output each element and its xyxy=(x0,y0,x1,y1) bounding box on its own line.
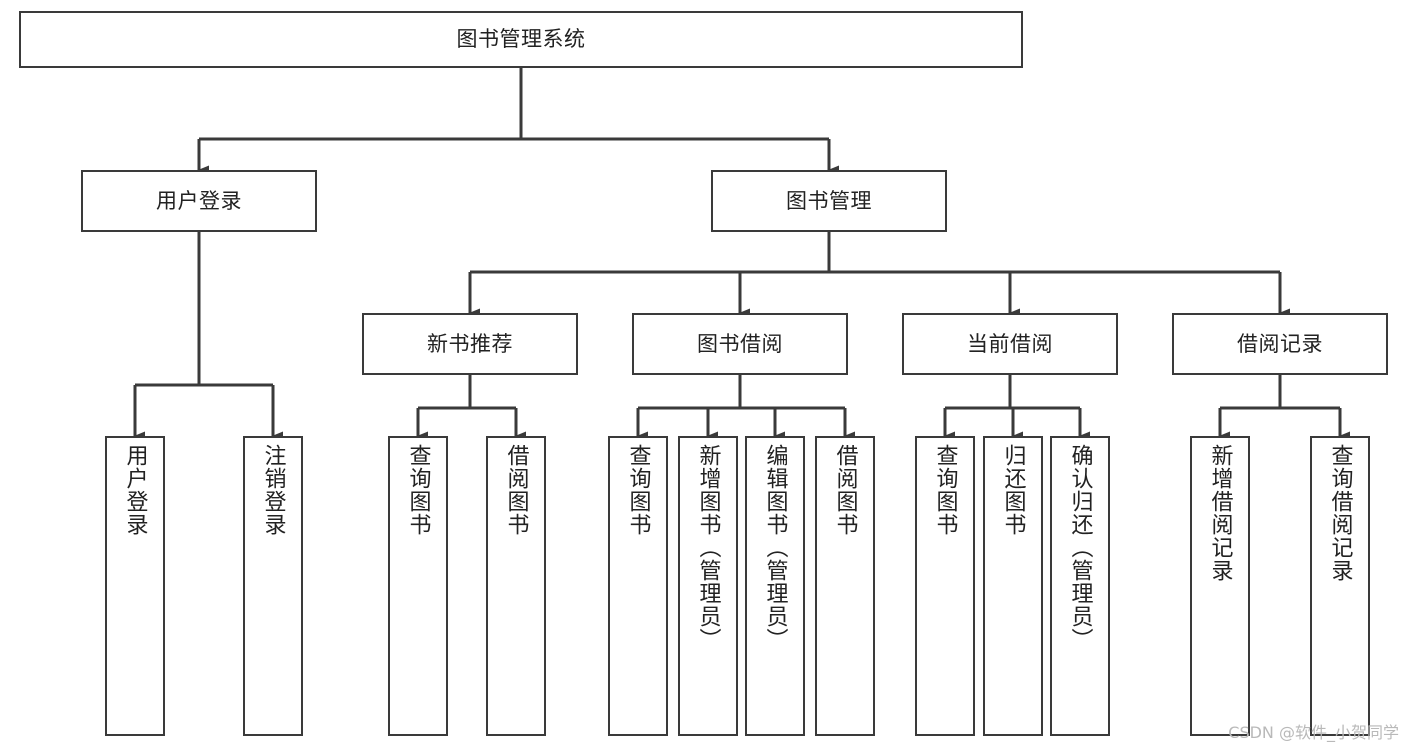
node-book-mgmt[interactable]: 图书管理 xyxy=(711,170,947,232)
node-label: 借阅记录 xyxy=(1237,331,1323,356)
node-label: 查询图书 xyxy=(405,444,431,536)
node-label: 注销登录 xyxy=(260,444,286,536)
node-label: 图书借阅 xyxy=(697,331,783,356)
node-label: 新增借阅记录 xyxy=(1207,444,1233,582)
node-label: 用户登录 xyxy=(122,444,148,536)
node-leaf-1[interactable]: 用户登录 xyxy=(105,436,165,736)
node-leaf-9[interactable]: 查询图书 xyxy=(915,436,975,736)
node-leaf-4[interactable]: 借阅图书 xyxy=(486,436,546,736)
node-label: 新书推荐 xyxy=(427,331,513,356)
watermark-label: CSDN @软件_小贺同学 xyxy=(1228,723,1399,742)
node-root[interactable]: 图书管理系统 xyxy=(19,11,1023,68)
node-leaf-11[interactable]: 确认归还（管理员） xyxy=(1050,436,1110,736)
node-leaf-12[interactable]: 新增借阅记录 xyxy=(1190,436,1250,736)
node-label: 当前借阅 xyxy=(967,331,1053,356)
node-label: 借阅图书 xyxy=(832,444,858,536)
node-cur-borrow[interactable]: 当前借阅 xyxy=(902,313,1118,375)
node-leaf-2[interactable]: 注销登录 xyxy=(243,436,303,736)
node-label: 查询图书 xyxy=(625,444,651,536)
node-leaf-8[interactable]: 借阅图书 xyxy=(815,436,875,736)
node-label: 查询图书 xyxy=(932,444,958,536)
node-label: 查询借阅记录 xyxy=(1327,444,1353,582)
node-leaf-6[interactable]: 新增图书（管理员） xyxy=(678,436,738,736)
node-leaf-13[interactable]: 查询借阅记录 xyxy=(1310,436,1370,736)
node-label: 新增图书（管理员） xyxy=(695,444,721,651)
node-label: 借阅图书 xyxy=(503,444,529,536)
node-borrow-log[interactable]: 借阅记录 xyxy=(1172,313,1388,375)
node-label: 图书管理 xyxy=(786,188,872,213)
node-label: 归还图书 xyxy=(1000,444,1026,536)
node-book-borrow[interactable]: 图书借阅 xyxy=(632,313,848,375)
node-leaf-3[interactable]: 查询图书 xyxy=(388,436,448,736)
node-label: 确认归还（管理员） xyxy=(1067,444,1093,651)
connector-lines xyxy=(133,68,1350,441)
node-label: 用户登录 xyxy=(156,188,242,213)
node-label: 编辑图书（管理员） xyxy=(762,444,788,651)
node-label: 图书管理系统 xyxy=(456,27,586,52)
node-leaf-7[interactable]: 编辑图书（管理员） xyxy=(745,436,805,736)
node-leaf-5[interactable]: 查询图书 xyxy=(608,436,668,736)
node-leaf-10[interactable]: 归还图书 xyxy=(983,436,1043,736)
node-user-login[interactable]: 用户登录 xyxy=(81,170,317,232)
node-new-book-rec[interactable]: 新书推荐 xyxy=(362,313,578,375)
